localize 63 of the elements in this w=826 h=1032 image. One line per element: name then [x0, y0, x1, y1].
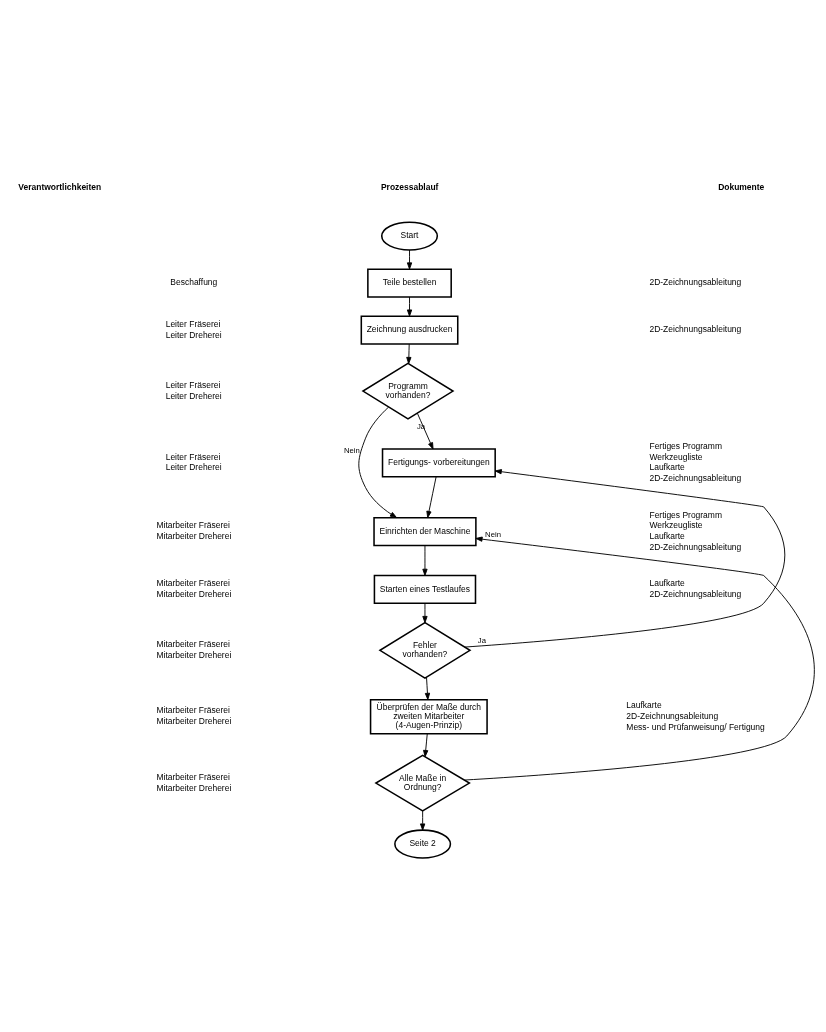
label: Mitarbeiter Fräserei — [156, 577, 230, 588]
label: Leiter Fräserei — [165, 379, 221, 390]
label: Laufkarte — [649, 530, 685, 541]
label: 2D-Zeichnungsableitung — [649, 588, 742, 599]
node-diamond: Programm vorhanden? — [361, 361, 455, 420]
arrow — [420, 810, 426, 830]
label: 2D-Zeichnungsableitung — [649, 541, 742, 552]
node-diamond: Fehler vorhanden? — [378, 621, 472, 679]
label: 2D-Zeichnungsableitung — [649, 276, 742, 287]
arrow — [422, 544, 428, 576]
label: Leiter Dreherei — [165, 461, 222, 472]
arrow — [406, 249, 413, 269]
label: Mitarbeiter Fräserei — [156, 771, 230, 782]
label: Mess- und Prüfanweisung/ Fertigung — [626, 721, 765, 732]
arrow — [464, 468, 786, 648]
arrow — [358, 406, 397, 518]
arrow — [423, 732, 429, 757]
edge-label: Nein — [485, 529, 501, 539]
label: Laufkarte — [626, 699, 662, 710]
label: Fertiges Programm — [649, 440, 722, 451]
label: Beschaffung — [170, 276, 218, 287]
label: Mitarbeiter Dreherei — [156, 715, 232, 726]
label: Mitarbeiter Dreherei — [156, 649, 232, 660]
label: Prozessablauf — [380, 181, 439, 192]
label: 2D-Zeichnungsableitung — [649, 472, 742, 483]
node-ellipse: Seite 2 — [394, 828, 452, 859]
arrow — [406, 296, 413, 317]
label: 2D-Zeichnungsableitung — [649, 323, 742, 334]
label: Leiter Dreherei — [165, 390, 222, 401]
label: Dokumente — [718, 181, 765, 192]
label: Mitarbeiter Fräserei — [156, 519, 230, 530]
label: Leiter Fräserei — [165, 451, 221, 462]
node-box: Einrichten der Maschine — [373, 516, 477, 546]
edge-label: Ja — [416, 421, 426, 431]
label: Fertiges Programm — [649, 509, 722, 519]
node-ellipse: Start — [381, 220, 439, 251]
arrow — [424, 676, 431, 700]
arrow — [406, 343, 412, 364]
label: Leiter Dreherei — [165, 329, 222, 340]
label: Laufkarte — [649, 461, 685, 472]
label: 2D-Zeichnungsableitung — [626, 710, 719, 721]
node-diamond: Alle Maße in Ordnung? — [374, 753, 471, 812]
label: Leiter Fräserei — [165, 318, 221, 329]
arrow — [426, 475, 437, 518]
node-box: Starten eines Testlaufes — [373, 574, 477, 604]
label: Laufkarte — [649, 577, 685, 588]
arrow — [464, 536, 815, 780]
label: Mitarbeiter Fräserei — [156, 638, 230, 649]
label: Mitarbeiter Dreherei — [156, 588, 232, 599]
label: Verantwortlichkeiten — [18, 181, 102, 192]
edge-label: Nein — [343, 445, 360, 455]
node-box: Zeichnung ausdrucken — [360, 315, 459, 345]
arrow — [422, 602, 428, 623]
node-box: Teile bestellen — [367, 267, 452, 298]
arrow — [416, 412, 434, 449]
node-box: Überprüfen der Maße durch zweiten Mitarbeiter (4-Augen-Prinzip) — [369, 698, 488, 734]
label: Mitarbeiter Fräserei — [156, 704, 230, 715]
node-box: Fertigungs- vorbereitungen — [381, 447, 496, 478]
edge-label: Ja — [477, 635, 487, 645]
label: Werkzeugliste — [649, 519, 703, 530]
label: Mitarbeiter Dreherei — [156, 782, 232, 793]
label: Mitarbeiter Dreherei — [156, 530, 232, 541]
label: Werkzeugliste — [649, 451, 703, 462]
